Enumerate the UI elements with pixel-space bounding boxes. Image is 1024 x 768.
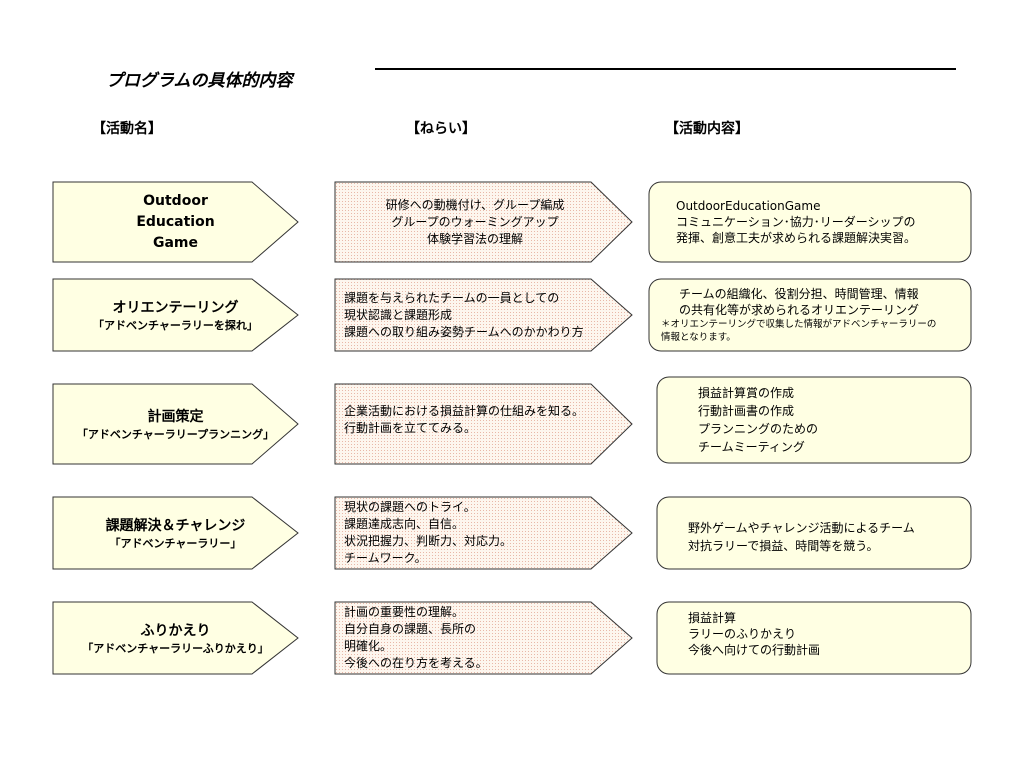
activity-subtitle: 「アドベンチャーラリーふりかえり」: [82, 641, 269, 655]
content-text: 損益計算賞の作成 行動計画書の作成 プランニングのための チームミーティング: [698, 386, 819, 454]
header-aim: 【ねらい】: [406, 121, 476, 137]
activity-name: Outdoor Education Game: [136, 192, 215, 251]
content-text: チームの組織化、役割分担、時間管理、情報 の共有化等が求められるオリエンテーリン…: [679, 287, 920, 317]
aim-arrow: [334, 278, 633, 352]
activity-label: 計画策定 「アドベンチャーラリープランニング」: [53, 384, 298, 464]
content-box: [656, 376, 972, 464]
aim-arrow: [334, 496, 633, 570]
activity-arrow: [52, 181, 299, 263]
content-text: 野外ゲームやチャレンジ活動によるチーム 対抗ラリーで損益、時間等を競う。: [688, 521, 915, 553]
activity-subtitle: 「アドベンチャーラリー」: [109, 536, 242, 550]
activity-name: オリエンテーリング: [112, 299, 239, 316]
content-box: [648, 181, 972, 263]
activity-subtitle: 「アドベンチャーラリープランニング」: [76, 427, 275, 441]
activity-label: ふりかえり 「アドベンチャーラリーふりかえり」: [53, 602, 298, 674]
activity-label: Outdoor Education Game: [53, 182, 298, 262]
content-text: OutdoorEducationGame コミュニケーション･協力･リーダーシッ…: [676, 199, 917, 245]
aim-text: 企業活動における損益計算の仕組みを知る。 行動計画を立ててみる。: [344, 404, 585, 435]
aim-arrow: [334, 601, 633, 675]
activity-name: 計画策定: [147, 408, 204, 425]
activity-arrow: [52, 278, 299, 352]
aim-text: 課題を与えられたチームの一員としての 現状認識と課題形成 課題への取り組み姿勢チ…: [344, 290, 584, 339]
content-box: [656, 601, 972, 675]
activity-name: 課題解決＆チャレンジ: [105, 517, 246, 534]
content-box: [648, 278, 972, 352]
header-activity: 【活動名】: [92, 121, 162, 137]
activity-label: 課題解決＆チャレンジ 「アドベンチャーラリー」: [53, 497, 298, 569]
header-content: 【活動内容】: [665, 121, 749, 137]
aim-arrow: [334, 383, 633, 465]
page-title: プログラムの具体的内容: [106, 71, 293, 91]
activity-arrow: [52, 496, 299, 570]
content-block: チームの組織化、役割分担、時間管理、情報 の共有化等が求められるオリエンテーリン…: [661, 281, 936, 349]
aim-arrow: [334, 181, 633, 263]
content-box: [656, 496, 972, 570]
aim-text: 研修への動機付け、グループ編成 グループのウォーミングアップ 体験学習法の理解: [385, 197, 565, 246]
content-note: ＊オリエンテーリングで収集した情報がアドベンチャーラリーの 情報となります。: [661, 319, 937, 343]
activity-name: ふりかえり: [140, 622, 211, 639]
content-text: 損益計算 ラリーのふりかえり 今後へ向けての行動計画: [688, 611, 821, 657]
title-rule: [375, 68, 956, 70]
aim-text: 計画の重要性の理解。 自分自身の課題、長所の 明確化。 今後への在り方を考える。: [344, 605, 488, 670]
aim-text: 現状の課題へのトライ。 課題達成志向、自信。 状況把握力、判断力、対応力。 チー…: [344, 500, 513, 565]
activity-subtitle: 「アドベンチャーラリーを探れ」: [93, 318, 258, 332]
activity-arrow: [52, 601, 299, 675]
activity-label: オリエンテーリング 「アドベンチャーラリーを探れ」: [53, 279, 298, 351]
activity-arrow: [52, 383, 299, 465]
